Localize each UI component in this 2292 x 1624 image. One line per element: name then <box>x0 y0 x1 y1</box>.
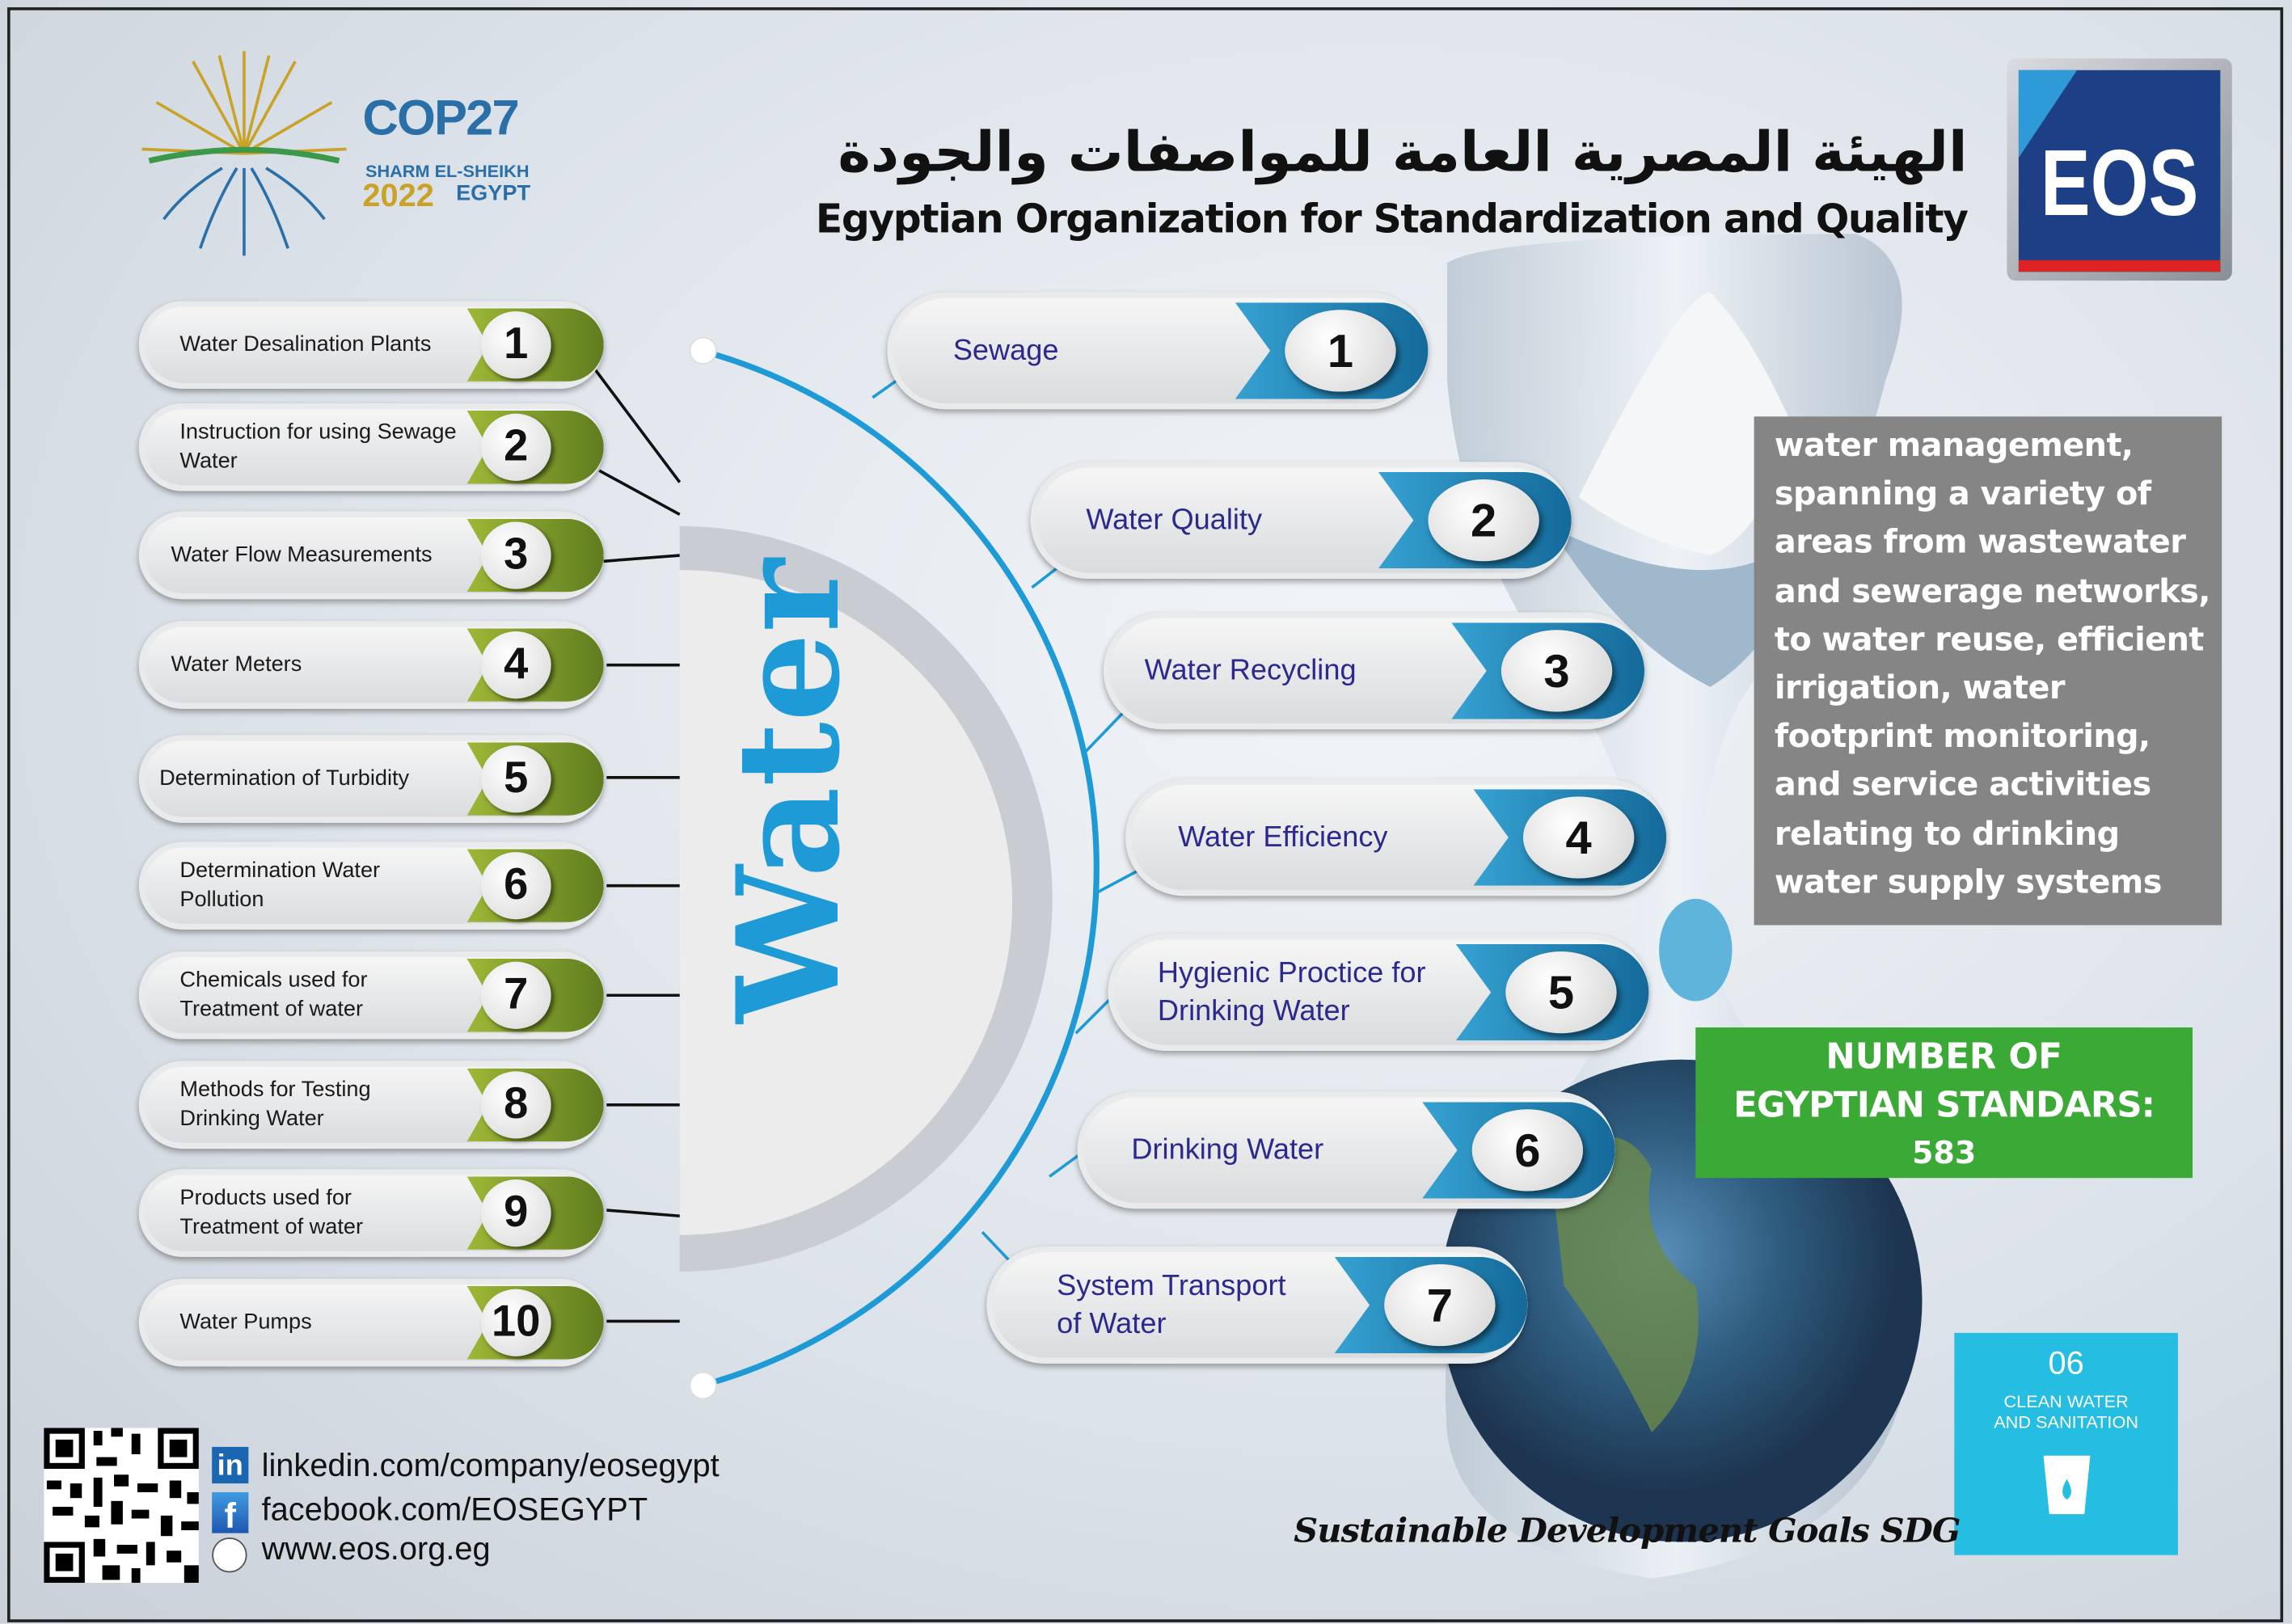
title-arabic: الهيئة المصرية العامة للمواصفات والجودة <box>838 120 1968 184</box>
facebook-link[interactable]: facebook.com/EOSEGYPT <box>261 1491 648 1528</box>
cop27-logo-text: COP27 <box>362 91 519 146</box>
sdg-6-badge: 06 CLEAN WATER AND SANITATION <box>1954 1332 2178 1555</box>
description-box: water management, spanning a variety of … <box>1754 416 2222 926</box>
cop27-year: 2022 <box>362 176 434 213</box>
standards-label-2: EGYPTIAN STANDARS: <box>1733 1084 2155 1126</box>
sdg-title-1: CLEAN WATER <box>2003 1391 2129 1412</box>
linkedin-icon: in <box>212 1446 249 1484</box>
sdg-caption: Sustainable Development Goals SDG <box>1294 1511 1961 1551</box>
cop27-location: SHARM EL-SHEIKH <box>365 160 530 182</box>
page-border <box>7 7 2284 1622</box>
cop27-sun-emblem-icon <box>141 51 347 256</box>
standards-count-box: NUMBER OF EGYPTIAN STANDARS: 583 <box>1695 1027 2193 1179</box>
facebook-icon: f <box>212 1491 249 1536</box>
qr-code[interactable] <box>44 1428 199 1584</box>
cop27-country: EGYPT <box>456 181 531 206</box>
sdg-number: 06 <box>2048 1344 2084 1381</box>
standards-count: 583 <box>1912 1135 1977 1171</box>
globe-icon <box>212 1538 247 1573</box>
sdg-title-2: AND SANITATION <box>1994 1411 2139 1432</box>
linkedin-link[interactable]: linkedin.com/company/eosegypt <box>261 1446 720 1484</box>
title-english: Egyptian Organization for Standardizatio… <box>815 197 1969 243</box>
blue-arc <box>700 348 1100 1389</box>
website-link[interactable]: www.eos.org.eg <box>261 1529 491 1567</box>
standards-label-1: NUMBER OF <box>1826 1036 2062 1078</box>
water-glass-icon <box>2042 1455 2090 1515</box>
eos-logo: EOS <box>2007 58 2232 281</box>
